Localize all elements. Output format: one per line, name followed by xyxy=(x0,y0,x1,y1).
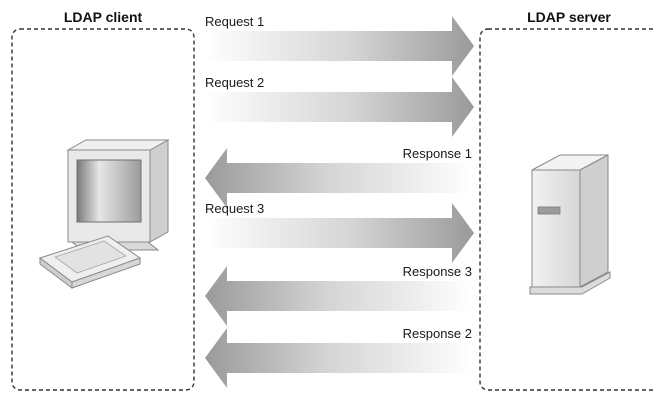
server-dashed-border xyxy=(479,28,655,391)
ldap-server-box: LDAP server xyxy=(479,9,655,391)
desktop-computer-icon xyxy=(38,139,170,289)
response-arrow-shape xyxy=(205,266,474,326)
message-arrow-3: Response 1 xyxy=(205,146,474,208)
message-label: Request 2 xyxy=(205,75,264,90)
ldap-client-box: LDAP client xyxy=(11,9,195,391)
client-title: LDAP client xyxy=(64,9,143,25)
client-dashed-border xyxy=(11,28,195,391)
message-label: Response 2 xyxy=(403,326,472,341)
message-arrow-2: Request 2 xyxy=(205,75,474,137)
request-arrow-shape xyxy=(205,203,474,263)
message-arrow-5: Response 3 xyxy=(205,264,474,326)
drive-slot xyxy=(537,206,561,215)
tower-server-icon xyxy=(529,154,611,295)
message-label: Response 3 xyxy=(403,264,472,279)
message-arrows: Request 1 Request 2 Response 1 Request 3 Res… xyxy=(205,14,474,388)
message-label: Request 3 xyxy=(205,201,264,216)
response-arrow-shape xyxy=(205,148,474,208)
monitor-screen xyxy=(76,159,142,223)
message-arrow-1: Request 1 xyxy=(205,14,474,76)
server-title: LDAP server xyxy=(527,9,611,25)
request-arrow-shape xyxy=(205,16,474,76)
request-arrow-shape xyxy=(205,77,474,137)
message-arrow-4: Request 3 xyxy=(205,201,474,263)
response-arrow-shape xyxy=(205,328,474,388)
message-label: Request 1 xyxy=(205,14,264,29)
message-label: Response 1 xyxy=(403,146,472,161)
message-arrow-6: Response 2 xyxy=(205,326,474,388)
